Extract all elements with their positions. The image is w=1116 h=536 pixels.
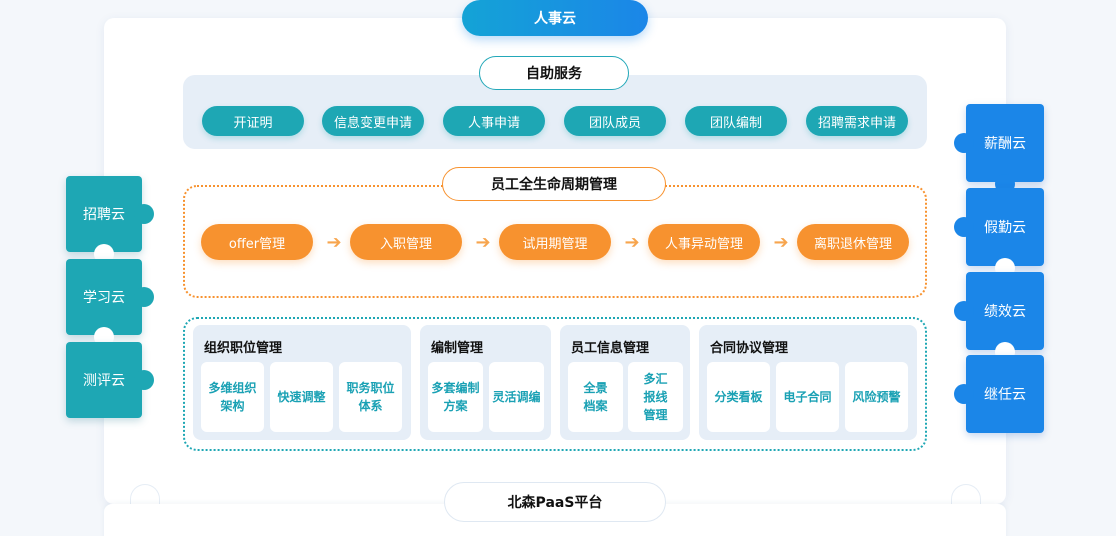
lifecycle-step-onboarding[interactable]: 入职管理 — [350, 224, 462, 260]
puzzle-knob — [954, 301, 974, 321]
puzzle-knob — [954, 384, 974, 404]
cloud-performance[interactable]: 绩效云 — [954, 272, 1044, 362]
self-service-item-certificate[interactable]: 开证明 — [202, 106, 304, 136]
cloud-assessment[interactable]: 测评云 — [66, 342, 154, 418]
module-cell[interactable]: 快速调整 — [270, 362, 333, 432]
module-title: 组织职位管理 — [204, 341, 283, 356]
cloud-label: 薪酬云 — [984, 136, 1026, 152]
cloud-learning[interactable]: 学习云 — [66, 259, 154, 347]
module-headcount: 编制管理 多套编制 方案 灵活调编 — [420, 325, 551, 440]
lifecycle-step-offboarding[interactable]: 离职退休管理 — [797, 224, 909, 260]
module-cell[interactable]: 分类看板 — [707, 362, 770, 432]
cloud-label: 绩效云 — [984, 304, 1026, 320]
arrow-right-icon: ➔ — [475, 231, 491, 253]
lifecycle-step-probation[interactable]: 试用期管理 — [499, 224, 611, 260]
arrow-right-icon: ➔ — [326, 231, 342, 253]
puzzle-knob — [134, 370, 154, 390]
cloud-label: 学习云 — [83, 290, 125, 306]
module-cell[interactable]: 多汇 报线 管理 — [628, 362, 683, 432]
module-title: 合同协议管理 — [710, 341, 789, 356]
cloud-label: 测评云 — [83, 373, 125, 389]
module-cell[interactable]: 全景 档案 — [568, 362, 623, 432]
module-cell[interactable]: 灵活调编 — [489, 362, 544, 432]
module-cell[interactable]: 多维组织 架构 — [201, 362, 264, 432]
modules-panel — [183, 317, 927, 451]
cloud-label: 假勤云 — [984, 220, 1026, 236]
cloud-recruiting[interactable]: 招聘云 — [66, 176, 154, 264]
puzzle-knob — [954, 133, 974, 153]
lifecycle-step-transfer[interactable]: 人事异动管理 — [648, 224, 760, 260]
puzzle-knob — [954, 217, 974, 237]
self-service-title: 自助服务 — [479, 56, 629, 90]
module-cell[interactable]: 电子合同 — [776, 362, 839, 432]
cloud-attendance[interactable]: 假勤云 — [954, 188, 1044, 278]
puzzle-knob — [134, 287, 154, 307]
cloud-succession[interactable]: 继任云 — [954, 355, 1044, 433]
module-cell[interactable]: 多套编制 方案 — [428, 362, 483, 432]
arrow-right-icon: ➔ — [773, 231, 789, 253]
module-title: 编制管理 — [431, 341, 484, 356]
arrow-right-icon: ➔ — [624, 231, 640, 253]
self-service-item-hr-request[interactable]: 人事申请 — [443, 106, 545, 136]
self-service-item-team-members[interactable]: 团队成员 — [564, 106, 666, 136]
module-cell[interactable]: 风险预警 — [845, 362, 908, 432]
self-service-item-recruit-request[interactable]: 招聘需求申请 — [806, 106, 908, 136]
cloud-compensation[interactable]: 薪酬云 — [954, 104, 1044, 194]
self-service-item-team-headcount[interactable]: 团队编制 — [685, 106, 787, 136]
module-org-position: 组织职位管理 多维组织 架构 快速调整 职务职位 体系 — [193, 325, 411, 440]
puzzle-knob — [134, 204, 154, 224]
module-cell[interactable]: 职务职位 体系 — [339, 362, 402, 432]
cloud-label: 招聘云 — [83, 207, 125, 223]
self-service-item-info-change[interactable]: 信息变更申请 — [322, 106, 424, 136]
lifecycle-step-offer[interactable]: offer管理 — [201, 224, 313, 260]
module-title: 员工信息管理 — [571, 341, 650, 356]
paas-platform-title: 北森PaaS平台 — [444, 482, 666, 522]
module-employee-info: 员工信息管理 全景 档案 多汇 报线 管理 — [560, 325, 690, 440]
hr-cloud-title: 人事云 — [462, 0, 648, 36]
cloud-label: 继任云 — [984, 387, 1026, 403]
module-contract: 合同协议管理 分类看板 电子合同 风险预警 — [699, 325, 917, 440]
lifecycle-title: 员工全生命周期管理 — [442, 167, 666, 201]
